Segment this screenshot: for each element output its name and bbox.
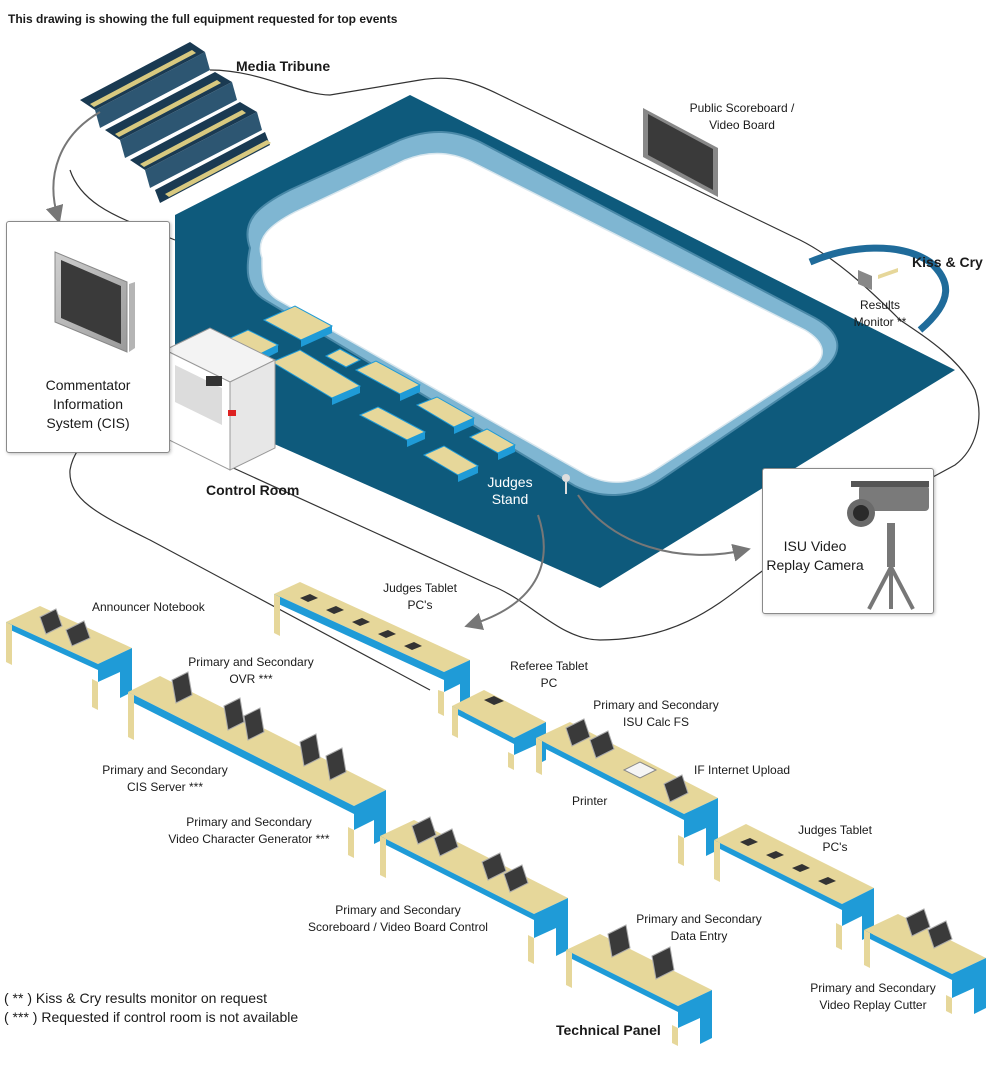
laptops-and-monitors (39, 608, 953, 980)
cis-callout-box: Commentator Information System (CIS) (6, 221, 170, 453)
footnote-double-star: ( ** ) Kiss & Cry results monitor on req… (4, 990, 267, 1006)
desk-judges-tablet-2 (714, 824, 874, 950)
page-title: This drawing is showing the full equipme… (8, 12, 398, 26)
cis-server-label: Primary and Secondary CIS Server *** (102, 763, 228, 794)
kiss-and-cry-area (808, 244, 950, 333)
connector-arrows (45, 111, 751, 631)
announcer-notebook-label: Announcer Notebook (92, 600, 205, 614)
monitor-icon (54, 251, 135, 353)
judges-tablet-label-2: Judges Tablet PC's (798, 823, 872, 854)
control-room-box (163, 327, 277, 471)
ovr-label: Primary and Secondary OVR *** (188, 655, 314, 686)
media-tribune-label: Media Tribune (236, 58, 331, 74)
judges-stand-desks (224, 305, 570, 494)
scoreboard-control-label: Primary and Secondary Scoreboard / Video… (308, 903, 488, 934)
replay-camera-label: ISU Video Replay Camera (766, 538, 864, 573)
referee-tablet-label: Referee Tablet PC (510, 659, 588, 690)
desk-video-replay-cutter (864, 914, 986, 1014)
video-replay-cutter-label: Primary and Secondary Video Replay Cutte… (810, 981, 936, 1012)
judges-stand-label: Judges Stand (487, 474, 533, 507)
if-internet-upload-label: IF Internet Upload (694, 763, 791, 777)
kiss-and-cry-label: Kiss & Cry (912, 254, 983, 270)
video-cg-label: Primary and Secondary Video Character Ge… (168, 815, 330, 846)
desk-ovr-cis-vcg (128, 676, 386, 858)
desk-announcer-notebook (6, 606, 132, 710)
desk-judges-tablet-1 (274, 582, 470, 716)
public-scoreboard-label: Public Scoreboard / Video Board (689, 101, 795, 132)
desk-referee-tablet (452, 690, 546, 770)
cis-label: Commentator Information System (CIS) (45, 377, 131, 431)
desk-data-entry (566, 934, 712, 1046)
data-entry-label: Primary and Secondary Data Entry (636, 912, 762, 943)
results-monitor-label: Results Monitor ** (853, 298, 907, 329)
judges-tablet-label-1: Judges Tablet PC's (383, 581, 457, 612)
replay-camera-callout-box: ISU Video Replay Camera (762, 468, 934, 614)
video-camera-icon (847, 481, 929, 610)
isu-calc-label: Primary and Secondary ISU Calc FS (593, 698, 719, 729)
desk-scoreboard-control (380, 820, 568, 964)
public-scoreboard-screen (643, 108, 718, 197)
media-tribune-stands (80, 42, 271, 203)
footnote-triple-star: ( *** ) Requested if control room is not… (4, 1009, 299, 1025)
control-room-label: Control Room (206, 482, 300, 498)
printer-label: Printer (572, 794, 608, 808)
technical-panel-label: Technical Panel (556, 1022, 661, 1038)
